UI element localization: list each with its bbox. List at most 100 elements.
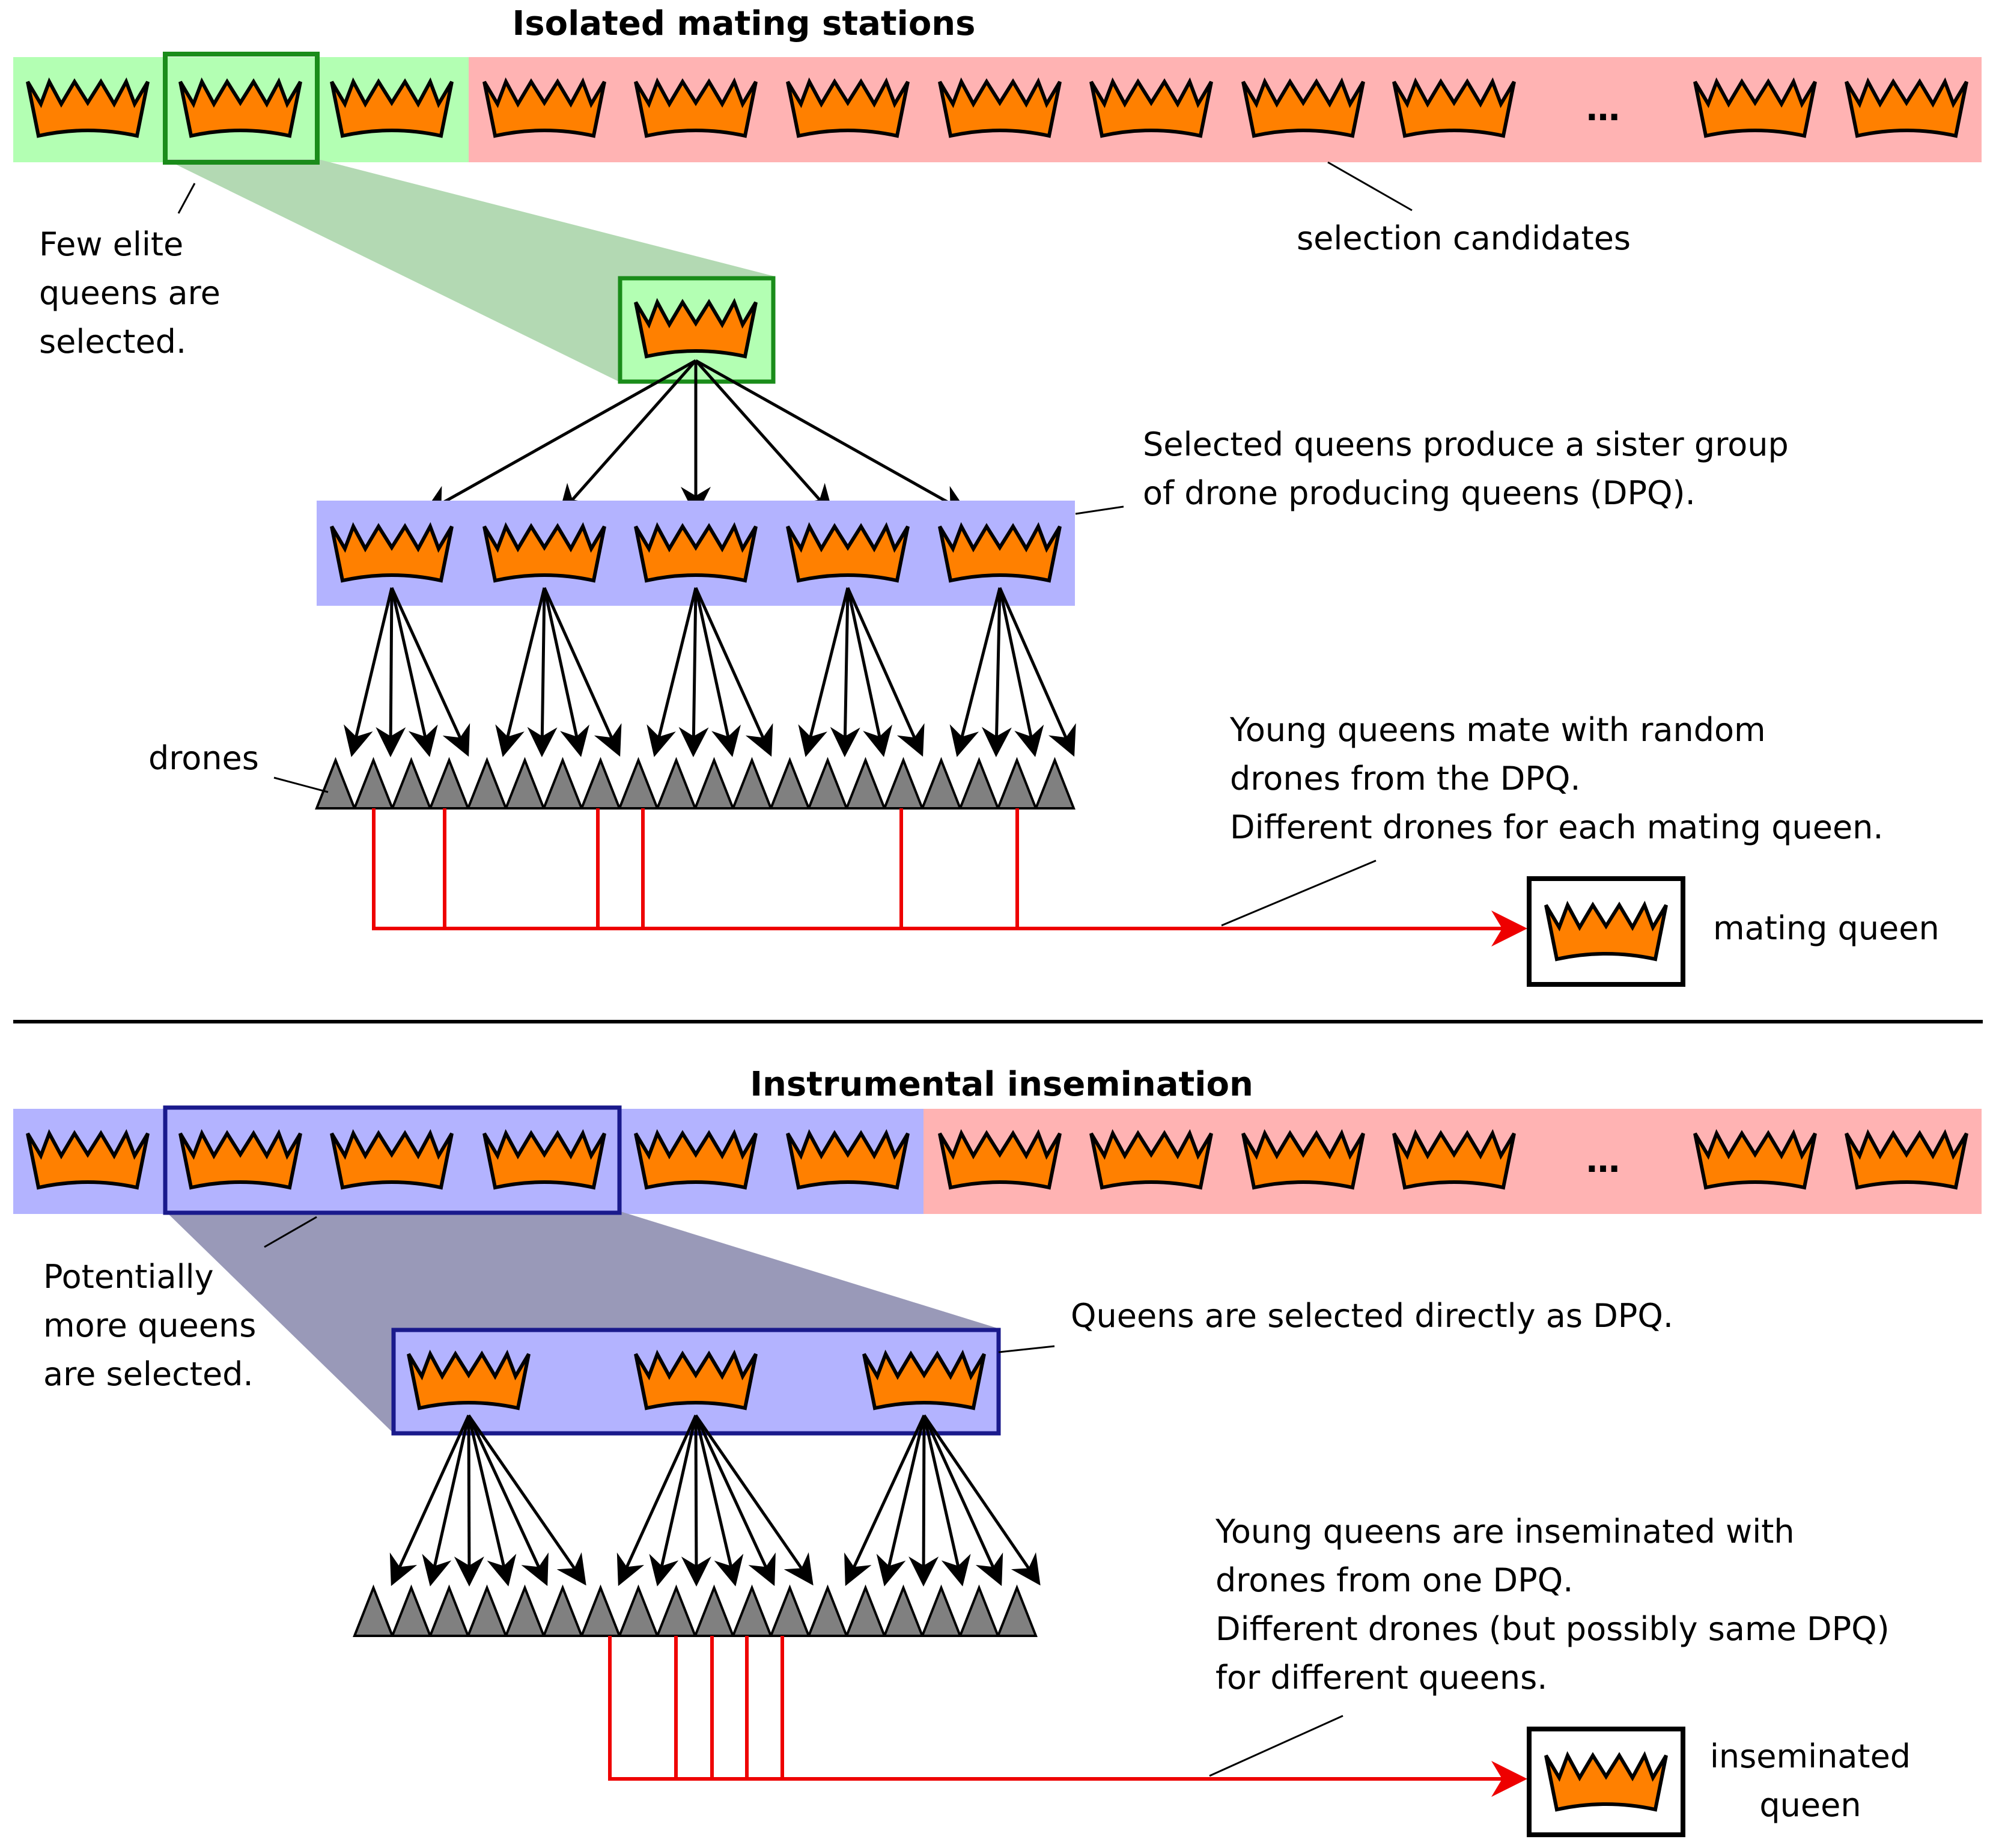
- queen-crown-icon: [1693, 1129, 1817, 1190]
- mate-pointer: [1221, 859, 1377, 927]
- drone-icon: [580, 1584, 621, 1637]
- drone-production-arrows: [343, 587, 1076, 757]
- queen-crown-icon: [634, 522, 758, 583]
- queen-crown-icon: [1241, 1129, 1365, 1190]
- queen-crown-icon: [1089, 1129, 1213, 1190]
- drone-arrow: [616, 1414, 698, 1587]
- insem-label-3: Different drones (but possibly same DPQ): [1216, 1610, 1890, 1648]
- drone-arrow: [922, 1414, 1003, 1587]
- queen-crown-icon: [938, 1129, 1062, 1190]
- selection-candidates-row: [26, 1129, 1968, 1190]
- queen-crown-icon: [1544, 900, 1668, 962]
- dpq-label: Queens are selected directly as DPQ.: [1071, 1297, 1673, 1335]
- drone-arrow: [422, 1415, 470, 1587]
- drone-icon: [504, 1584, 546, 1637]
- sister-group-queens: [330, 522, 1062, 583]
- drone-icon: [315, 757, 356, 810]
- ellipsis: …: [1586, 90, 1620, 129]
- selected-label-2: more queens: [43, 1307, 256, 1344]
- drone-icon: [958, 1584, 1000, 1637]
- drone-arrow: [694, 1414, 814, 1586]
- drone-icon: [353, 757, 394, 810]
- dpq-queens: [407, 1349, 986, 1410]
- section-title-mating: Isolated mating stations: [512, 4, 975, 43]
- drone-arrow: [389, 1414, 470, 1587]
- sister-label-1: Selected queens produce a sister group: [1143, 425, 1789, 463]
- drone-icon: [996, 757, 1038, 810]
- drone-icon: [769, 1584, 811, 1637]
- queen-crown-icon: [938, 522, 1062, 583]
- drones-pointer: [273, 776, 329, 793]
- drone-arrow: [798, 587, 850, 757]
- drone-arrow: [694, 1415, 744, 1587]
- section-instrumental-insemination: Instrumental insemination … Potentially …: [13, 1065, 1982, 1837]
- drone-arrow: [527, 587, 558, 757]
- drone-icon: [656, 757, 697, 810]
- drone-arrow: [649, 1415, 698, 1587]
- sister-arrow: [695, 359, 834, 516]
- elite-label-3: selected.: [39, 323, 186, 361]
- drone-arrow: [846, 587, 925, 757]
- mate-label-1: Young queens mate with random: [1229, 711, 1766, 749]
- drone-arrow: [846, 587, 893, 757]
- drone-icon: [807, 757, 848, 810]
- selection-candidates-row: [26, 77, 1968, 138]
- queen-crown-icon: [634, 297, 758, 359]
- queen-crown-icon: [1845, 77, 1968, 138]
- drone-icon: [731, 1584, 773, 1637]
- drone-icon: [466, 757, 508, 810]
- candidates-label: selection candidates: [1297, 219, 1631, 257]
- mate-label-2: drones from the DPQ.: [1230, 760, 1581, 797]
- insem-label-4: for different queens.: [1216, 1659, 1547, 1697]
- mate-label-3: Different drones for each mating queen.: [1230, 808, 1884, 846]
- drone-icon: [580, 757, 621, 810]
- drones-row: [315, 757, 1076, 810]
- drone-icon: [769, 757, 811, 810]
- dpq-pointer: [998, 1345, 1055, 1353]
- queen-crown-icon: [1241, 77, 1365, 138]
- drone-arrow: [981, 587, 1012, 757]
- queen-crown-icon: [330, 1129, 454, 1190]
- drone-icon: [920, 1584, 962, 1637]
- drone-arrow: [830, 587, 860, 757]
- inseminated-label-1: inseminated: [1710, 1737, 1911, 1775]
- drone-icon: [1034, 757, 1076, 810]
- drone-arrow: [908, 1415, 939, 1587]
- queen-crown-icon: [1544, 1751, 1668, 1812]
- queen-crown-icon: [178, 77, 302, 138]
- selected-queen: [634, 297, 758, 359]
- queen-crown-icon: [1392, 77, 1516, 138]
- queen-crown-icon: [1089, 77, 1213, 138]
- drone-arrow: [694, 587, 741, 757]
- queen-crown-icon: [1392, 1129, 1516, 1190]
- drone-icon: [466, 1584, 508, 1637]
- queen-crown-icon: [178, 1129, 302, 1190]
- queen-crown-icon: [938, 77, 1062, 138]
- drone-icon: [428, 1584, 470, 1637]
- drone-icon: [391, 757, 432, 810]
- queen-crown-icon: [786, 522, 910, 583]
- mating-lines: [372, 808, 1527, 947]
- sister-arrow: [423, 359, 697, 514]
- drone-icon: [845, 1584, 886, 1637]
- queen-crown-icon: [1845, 1129, 1968, 1190]
- section-title-insemination: Instrumental insemination: [750, 1065, 1253, 1104]
- drone-icon: [504, 757, 546, 810]
- sister-label-2: of drone producing queens (DPQ).: [1143, 474, 1696, 512]
- drone-icon: [656, 1584, 697, 1637]
- drone-icon: [618, 757, 659, 810]
- drone-arrow: [998, 587, 1076, 757]
- drone-icon: [693, 757, 735, 810]
- dpq-selection-shadow: [165, 1211, 997, 1433]
- drone-arrow: [876, 1415, 926, 1587]
- drone-arrow: [543, 587, 622, 757]
- ellipsis: …: [1586, 1141, 1620, 1180]
- drone-icon: [618, 1584, 659, 1637]
- drone-arrow: [694, 1414, 776, 1587]
- drone-icon: [731, 757, 773, 810]
- drone-arrow: [376, 587, 406, 757]
- drones-row: [353, 1584, 1038, 1637]
- drone-arrow: [694, 587, 773, 757]
- queen-crown-icon: [407, 1349, 531, 1410]
- drone-icon: [883, 757, 924, 810]
